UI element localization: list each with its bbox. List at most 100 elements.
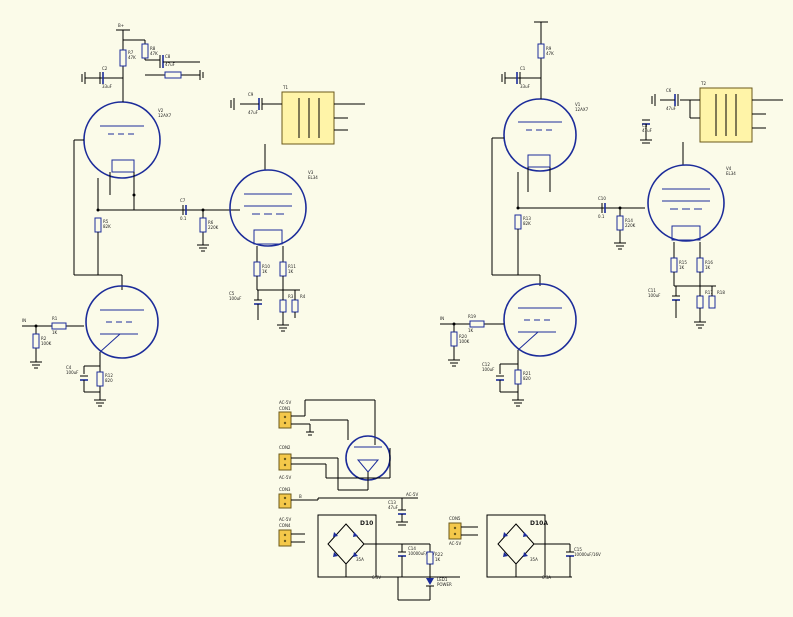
ps-ac3-label: AC-5V — [406, 492, 418, 497]
left-r8-label: R8 — [150, 46, 156, 51]
left-c2-label: C2 — [102, 66, 108, 71]
right-r14-value: 220K — [625, 223, 636, 228]
tube-v3 — [229, 169, 307, 247]
resistor-r17-right — [696, 295, 704, 309]
right-v4-type: EL34 — [726, 171, 736, 176]
right-r15-value: 1K — [679, 265, 685, 270]
ps-led-label: LED1 — [437, 577, 448, 582]
right-c11-value: 100uF — [648, 293, 661, 298]
resistor-r6-left — [199, 217, 207, 233]
ps-con3-label: CON3 — [279, 487, 291, 492]
left-bplus-label: B+ — [118, 23, 124, 28]
ps-r22-label: R22 — [435, 552, 443, 557]
left-c4-value: 100uF — [66, 370, 79, 375]
ps-6v3b-label: 6.3A — [542, 575, 551, 580]
ps-d10-amp: 35A — [356, 557, 364, 562]
resistor-r18-right — [708, 295, 716, 309]
left-r2-label: R2 — [41, 336, 47, 341]
left-r4-label: R4 — [300, 294, 306, 299]
resistor-r2-left — [32, 333, 40, 349]
left-r12-label: R12 — [105, 373, 113, 378]
led-power-icon — [426, 578, 434, 585]
right-c6-label: C6 — [666, 88, 672, 93]
ps-d10a-amp: 35A — [530, 557, 538, 562]
right-t2-label: T2 — [700, 81, 706, 86]
connector-con1 — [278, 411, 292, 429]
right-r15-label: R15 — [679, 260, 687, 265]
left-v3-type: EL34 — [308, 175, 318, 180]
right-c3-label: C3 — [642, 123, 648, 128]
left-r7-label: R7 — [128, 50, 134, 55]
right-c10-label: C10 — [598, 196, 606, 201]
ps-d10a-label: D10A — [530, 520, 548, 527]
right-in-label: IN — [440, 316, 444, 321]
tube-v1 — [503, 98, 577, 172]
resistor-r1-left — [51, 322, 67, 330]
left-r10-value: 1K — [262, 269, 268, 274]
ps-c14-value: 10000uF/16V — [408, 551, 435, 556]
left-c8-value: 47uF — [165, 62, 176, 67]
resistor-r5-left — [94, 217, 102, 233]
resistor-r16-right — [696, 257, 704, 273]
right-c11-label: C11 — [648, 288, 656, 293]
resistor-r14-right — [616, 215, 624, 231]
resistor-r19-right — [469, 320, 485, 328]
left-v2-label: V2 — [158, 108, 164, 113]
left-v2-type: 12AX7 — [158, 113, 172, 118]
right-c1-value: 33uF — [520, 84, 531, 89]
ps-b-label: B — [299, 494, 302, 499]
ps-c14-label: C14 — [408, 546, 416, 551]
right-r17-label: R17 — [705, 290, 713, 295]
right-c10-value: 0.1 — [598, 214, 605, 219]
right-channel: R9 47K C1 33uF V1 12AX7 R13 82K C10 0.1 — [440, 21, 783, 407]
right-c12-label: C12 — [482, 362, 490, 367]
left-c5-label: C5 — [229, 291, 235, 296]
resistor-r4-left — [291, 299, 299, 313]
left-r11-label: R11 — [288, 264, 296, 269]
ps-led-value: POWER — [437, 582, 452, 587]
right-c3-value: 47uF — [642, 128, 653, 133]
right-v1-label: V1 — [575, 102, 581, 107]
ps-con2-label: CON2 — [279, 445, 291, 450]
left-c4-label: C4 — [66, 365, 72, 370]
left-r10-label: R10 — [262, 264, 270, 269]
right-r18-label: R18 — [717, 290, 725, 295]
right-r9-value: 47K — [546, 51, 554, 56]
ps-6v3a-label: 6.3V — [372, 575, 381, 580]
ps-c13-value: 47uF — [388, 505, 399, 510]
right-r21-label: R21 — [523, 371, 531, 376]
right-c6-value: 47uF — [666, 106, 677, 111]
left-channel: B+ R7 47K R8 47K C8 47uF C2 33uF V2 — [22, 23, 365, 407]
left-r7-value: 47K — [128, 55, 136, 60]
resistor-r10-left — [253, 261, 261, 277]
left-t1-label: T1 — [282, 85, 288, 90]
connector-con4 — [278, 529, 292, 547]
resistor-r9-left — [164, 71, 182, 79]
right-v4-label: V4 — [726, 166, 732, 171]
resistor-r20-right — [450, 331, 458, 347]
right-r21-value: 820 — [523, 376, 531, 381]
left-c8-label: C8 — [165, 54, 171, 59]
ps-c13-label: C13 — [388, 500, 396, 505]
tube-v1b — [503, 283, 577, 357]
left-r3-label: R3 — [288, 294, 294, 299]
right-r19-label: R19 — [468, 314, 476, 319]
left-c9-value: 47uF — [248, 110, 259, 115]
connector-con3 — [278, 493, 292, 509]
ps-c15-value: 10000uF/16V — [574, 552, 601, 557]
resistor-r9-right — [537, 43, 545, 59]
left-r1-value: 1K — [52, 330, 58, 335]
resistor-r21-right — [514, 369, 522, 385]
ps-con5-label: CON5 — [449, 516, 461, 521]
ps-ac4-label: AC-5V — [279, 517, 291, 522]
connector-con2 — [278, 453, 292, 471]
left-r8-value: 47K — [150, 51, 158, 56]
resistor-r8-left — [141, 43, 149, 59]
right-c12-value: 100uF — [482, 367, 495, 372]
left-r5-value: 82K — [103, 224, 111, 229]
resistor-r7-left — [119, 49, 127, 67]
transformer-t1 — [281, 91, 335, 145]
ps-d10-label: D10 — [360, 520, 373, 527]
left-c7-value: 0.1 — [180, 216, 187, 221]
